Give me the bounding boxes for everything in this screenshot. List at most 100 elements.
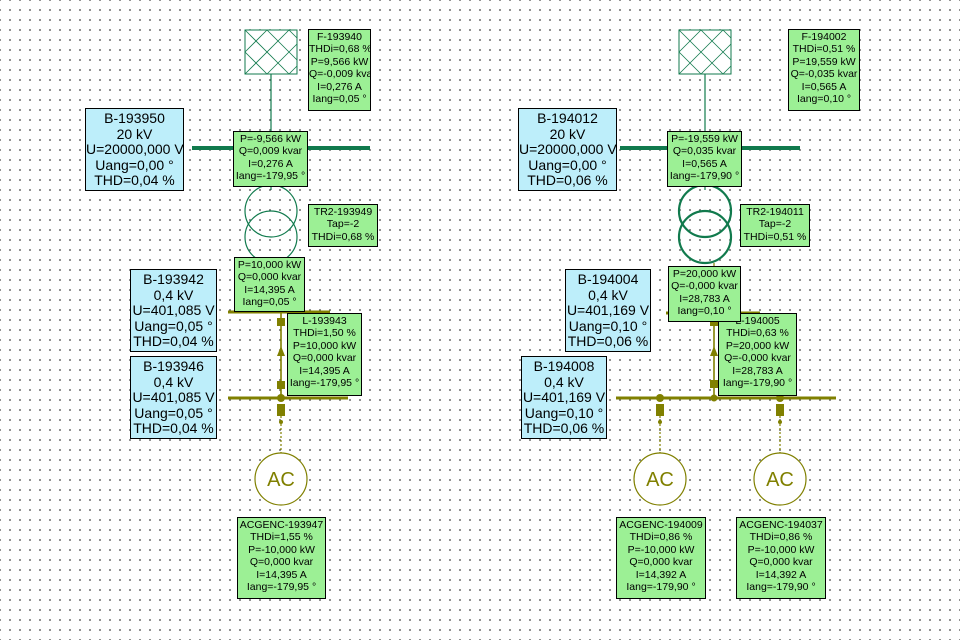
feeder-q: Q=-0,009 kvar	[309, 68, 371, 81]
generator-q: Q=0,000 kvar	[629, 556, 693, 569]
bus-thd: THD=0,04 %	[133, 420, 214, 436]
generator-result-box-right-2[interactable]: ACGENC-194037 THDi=0,86 % P=-10,000 kW Q…	[736, 517, 826, 599]
bus-voltage: U=401,169 V	[566, 302, 650, 318]
feeder-name: F-194002	[801, 31, 847, 43]
generator-label-right-2: AC	[766, 469, 794, 491]
generator-thdi: THDi=0,86 %	[749, 531, 813, 544]
transformer-result-box-right[interactable]: TR2-194011 Tap=-2 THDi=0,51 %	[740, 204, 810, 247]
lv-bus-1-box-right[interactable]: B-194004 0,4 kV U=401,169 V Uang=0,10 ° …	[565, 269, 651, 352]
flow-p: P=20,000 kW	[672, 268, 737, 280]
bus-name: B-194012	[537, 110, 598, 126]
bus-thd: THD=0,06 %	[567, 333, 649, 349]
generator-name: ACGENC-193947	[239, 519, 324, 531]
bus-voltage-level: 0,4 kV	[153, 286, 194, 303]
generator-name: ACGENC-194037	[739, 519, 823, 531]
bus-angle: Uang=0,10 °	[568, 317, 648, 334]
bus-thd: THD=0,04 %	[94, 172, 175, 188]
flow-i: I=0,565 A	[682, 157, 727, 170]
bus-angle: Uang=0,00 °	[528, 156, 607, 173]
mv-bus-box-left[interactable]: B-193950 20 kV U=20000,000 V Uang=0,00 °…	[85, 108, 184, 191]
flow-iang: Iang=-179,95 °	[235, 170, 306, 183]
bus-thd: THD=0,06 %	[527, 172, 608, 188]
transformer-thdi: THDi=0,51 %	[743, 230, 807, 243]
line-result-box-right[interactable]: L-194005 THDi=0,63 % P=20,000 kW Q=-0,00…	[718, 313, 797, 396]
generator-label-right-1: AC	[646, 469, 674, 491]
bus-name: B-193942	[143, 271, 204, 287]
feeder-p: P=9,566 kW	[310, 55, 369, 68]
line-result-box-left[interactable]: L-193943 THDi=1,50 % P=10,000 kW Q=0,000…	[287, 313, 362, 396]
cable-symbol-left[interactable]	[277, 312, 285, 398]
line-i: I=14,395 A	[299, 364, 350, 377]
transformer-tap: Tap=-2	[326, 218, 360, 231]
generator-symbol-right-1[interactable]	[633, 452, 687, 506]
tr-hv-flow-box-right[interactable]: P=-19,559 kW Q=0,035 kvar I=0,565 A Iang…	[667, 131, 742, 187]
generator-name: ACGENC-194009	[619, 519, 703, 531]
gen-terminal-right-2	[778, 420, 782, 424]
line-q: Q=0,000 kvar	[292, 352, 357, 365]
bus-voltage: U=401,169 V	[522, 389, 606, 405]
generator-result-box-right-1[interactable]: ACGENC-194009 THDi=0,86 % P=-10,000 kW Q…	[616, 517, 706, 599]
line-thdi: THDi=1,50 %	[293, 327, 356, 340]
bus-voltage-level: 0,4 kV	[153, 373, 194, 390]
bus-angle: Uang=0,05 °	[134, 317, 213, 334]
grid-infeed-symbol-right[interactable]	[678, 29, 732, 75]
feeder-thdi: THDi=0,51 %	[792, 43, 856, 56]
generator-q: Q=0,000 kvar	[249, 556, 314, 569]
line-p: P=20,000 kW	[725, 339, 790, 352]
transformer-symbol-left[interactable]	[244, 184, 298, 264]
bus-voltage-level: 0,4 kV	[544, 373, 584, 390]
flow-iang: Iang=-179,90 °	[669, 170, 740, 183]
flow-i: I=28,783 A	[679, 292, 730, 305]
generator-i: I=14,395 A	[256, 568, 307, 581]
grid-infeed-symbol-left[interactable]	[244, 29, 298, 75]
generator-iang: Iang=-179,95 °	[246, 581, 317, 594]
gen-terminal-right-1	[658, 420, 662, 424]
transformer-name: TR2-193949	[313, 206, 373, 218]
transformer-symbol-right[interactable]	[677, 183, 733, 265]
generator-p: P=-10,000 kW	[747, 543, 815, 556]
line-iang: Iang=-179,90 °	[722, 377, 793, 390]
feeder-result-box-right[interactable]: F-194002 THDi=0,51 % P=19,559 kW Q=-0,03…	[788, 29, 860, 111]
bus-name: B-194004	[577, 271, 639, 287]
gen-terminal-left	[279, 420, 283, 424]
flow-p: P=-19,559 kW	[671, 133, 738, 145]
bus-voltage: U=20000,000 V	[519, 141, 617, 157]
tr-hv-flow-box-left[interactable]: P=-9,566 kW Q=0,009 kvar I=0,276 A Iang=…	[233, 131, 308, 187]
breaker-symbol-right-1[interactable]	[656, 394, 664, 416]
generator-p: P=-10,000 kW	[627, 543, 695, 556]
generator-symbol-right-2[interactable]	[753, 452, 807, 506]
feeder-name: F-193940	[317, 31, 362, 43]
line-iang: Iang=-179,95 °	[289, 377, 360, 390]
bus-voltage-level: 20 kV	[549, 125, 586, 142]
generator-result-box-left[interactable]: ACGENC-193947 THDi=1,55 % P=-10,000 kW Q…	[237, 517, 326, 599]
bus-voltage-level: 20 kV	[116, 125, 153, 142]
flow-p: P=-9,566 kW	[240, 133, 301, 145]
feeder-result-box-left[interactable]: F-193940 THDi=0,68 % P=9,566 kW Q=-0,009…	[308, 29, 371, 111]
transformer-tap: Tap=-2	[758, 218, 792, 231]
feeder-iang: Iang=0,05 °	[312, 93, 367, 106]
lv-bus-2-box-left[interactable]: B-193946 0,4 kV U=401,085 V Uang=0,05 ° …	[130, 356, 217, 439]
generator-label-left: AC	[267, 469, 295, 491]
bus-voltage: U=20000,000 V	[86, 141, 184, 157]
tr-lv-flow-box-left[interactable]: P=10,000 kW Q=0,000 kvar I=14,395 A Iang…	[234, 257, 305, 312]
tr-lv-flow-box-right[interactable]: P=20,000 kW Q=-0,000 kvar I=28,783 A Ian…	[668, 266, 741, 322]
breaker-symbol-left[interactable]	[277, 394, 285, 416]
bus-voltage: U=401,085 V	[132, 389, 215, 405]
lv-bus-1-box-left[interactable]: B-193942 0,4 kV U=401,085 V Uang=0,05 ° …	[130, 269, 217, 352]
bus-thd: THD=0,04 %	[133, 333, 214, 349]
transformer-result-box-left[interactable]: TR2-193949 Tap=-2 THDi=0,68 %	[308, 204, 378, 247]
feeder-thdi: THDi=0,68 %	[309, 43, 371, 56]
feeder-i: I=0,276 A	[317, 80, 362, 93]
lv-bus-2-box-right[interactable]: B-194008 0,4 kV U=401,169 V Uang=0,10 ° …	[521, 356, 607, 439]
flow-iang: Iang=0,05 °	[242, 296, 297, 309]
mv-bus-box-right[interactable]: B-194012 20 kV U=20000,000 V Uang=0,00 °…	[518, 108, 617, 191]
line-name: L-193943	[302, 315, 347, 327]
bus-angle: Uang=0,00 °	[95, 156, 174, 173]
bus-voltage: U=401,085 V	[132, 302, 215, 318]
generator-symbol-left[interactable]	[254, 452, 308, 506]
bus-name: B-193950	[104, 110, 165, 126]
cable-symbol-right[interactable]	[710, 313, 718, 398]
flow-q: Q=0,035 kvar	[672, 145, 737, 158]
line-q: Q=-0,000 kvar	[724, 352, 791, 365]
breaker-symbol-right-2[interactable]	[776, 394, 784, 416]
